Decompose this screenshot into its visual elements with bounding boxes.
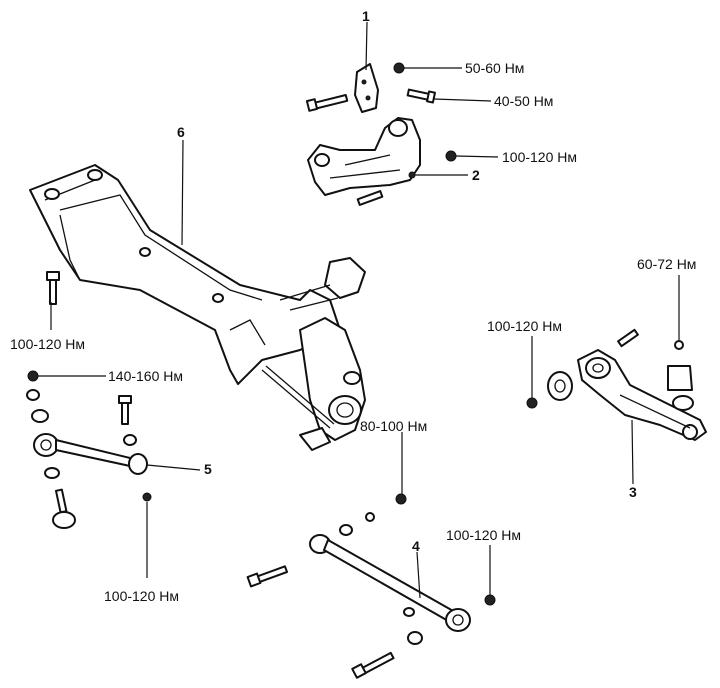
lower-arm-right	[577, 349, 707, 441]
torque-label-stab-link: 100-120 Нм	[104, 588, 180, 604]
toe-link-rod	[261, 369, 331, 429]
torque-label-stab-nut: 140-160 Нм	[108, 368, 184, 384]
callout-5: 5	[204, 461, 212, 477]
callout-6: 6	[177, 124, 185, 140]
torque-label-subframe: 100-120 Нм	[10, 336, 86, 352]
upper-arm-nut	[445, 150, 457, 162]
stabilizer-link	[26, 370, 152, 529]
torque-label-ball-joint: 60-72 Нм	[637, 256, 697, 272]
lower-link	[309, 512, 496, 645]
torque-label-top-bolt: 40-50 Нм	[494, 93, 554, 109]
top-bolt	[406, 88, 436, 104]
top-mount-bolt	[305, 93, 349, 112]
rear-knuckle	[279, 257, 366, 451]
lower-arm-bushing	[547, 371, 573, 401]
lower-link-bolt-left	[246, 565, 289, 588]
right-arm-nut	[526, 397, 538, 409]
torque-label-top-nut: 50-60 Нм	[465, 60, 525, 76]
upper-control-arm	[307, 117, 421, 196]
lower-link-bolt-right	[351, 651, 395, 679]
torque-label-upper-arm: 100-120 Нм	[502, 149, 578, 165]
top-mount-plate	[354, 63, 379, 113]
torque-label-knuckle: 80-100 Нм	[360, 418, 428, 434]
leader-lines	[38, 21, 680, 599]
subframe-bolt	[46, 271, 60, 305]
callout-2: 2	[472, 167, 480, 183]
ball-joint-boot	[667, 340, 694, 411]
torque-label-right-arm-bush: 100-120 Нм	[487, 318, 563, 334]
callout-1: 1	[362, 8, 370, 24]
subframe-crossmember	[29, 164, 341, 385]
callout-3: 3	[629, 484, 637, 500]
top-nut	[393, 62, 405, 74]
knuckle-nut	[395, 493, 407, 505]
ball-joint-bolt	[617, 328, 639, 348]
torque-label-lower-link: 100-120 Нм	[446, 527, 522, 543]
callout-4: 4	[412, 538, 420, 554]
upper-arm-bolt	[356, 190, 384, 206]
